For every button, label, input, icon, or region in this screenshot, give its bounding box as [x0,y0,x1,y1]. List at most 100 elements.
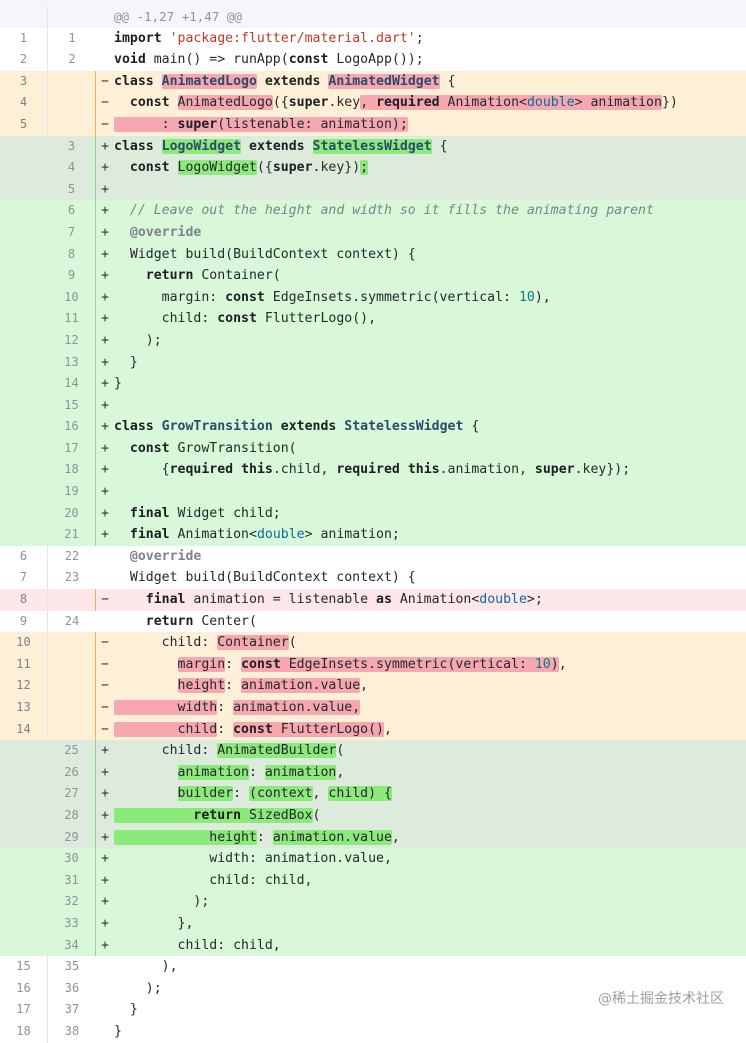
diff-sign: + [101,311,109,327]
diff-sign: + [101,246,109,262]
diff-sign: + [101,268,109,284]
old-line-number [0,826,48,849]
old-line-number: 12 [0,675,48,697]
diff-sign [96,6,114,28]
diff-line[interactable]: 18+ {required this.child, required this.… [0,459,746,482]
code-text: return Center( [145,613,257,629]
code-text: final animation = listenable as Animatio… [145,592,543,608]
diff-line[interactable]: 19+ [0,481,746,503]
diff-line[interactable]: 5+ [0,178,746,201]
diff-line[interactable]: 5− : super(listenable: animation); [0,113,746,136]
diff-line[interactable]: 3−class AnimatedLogo extends AnimatedWid… [0,70,746,93]
diff-line[interactable]: 20+ final Widget child; [0,502,746,525]
diff-line[interactable]: 16+class GrowTransition extends Stateles… [0,416,746,438]
diff-line[interactable]: 13− width: animation.value, [0,697,746,719]
diff-line[interactable]: 11− margin: const EdgeInsets.symmetric(v… [0,653,746,676]
diff-sign [96,567,114,589]
diff-sign [96,611,114,633]
diff-line[interactable]: 13+ } [0,351,746,374]
diff-sign: + [101,894,109,910]
diff-line[interactable]: 34+ child: child, [0,934,746,957]
code-text: Widget build(BuildContext context) { [114,246,416,262]
diff-line[interactable]: 25+ child: AnimatedBuilder( [0,740,746,762]
old-line-number [0,221,48,244]
diff-line[interactable]: 4− const AnimatedLogo({super.key, requir… [0,92,746,114]
diff-line[interactable]: 31+ child: child, [0,869,746,892]
old-line-number: 3 [0,70,48,93]
code-text: } [114,376,122,392]
code-text: height: animation.value, [177,678,369,694]
diff-sign [96,978,114,1000]
diff-line[interactable]: 10− child: Container( [0,632,746,654]
code-text: const AnimatedLogo({super.key, required … [129,95,678,111]
code-text: height: animation.value, [114,829,400,845]
diff-sign: − [101,678,109,694]
diff-line[interactable]: 10+ margin: const EdgeInsets.symmetric(v… [0,286,746,309]
diff-line[interactable]: 12+ ); [0,329,746,352]
diff-line[interactable]: 4+ const LogoWidget({super.key}); [0,157,746,179]
diff-line[interactable]: 26+ animation: animation, [0,761,746,784]
diff-line[interactable]: 21+ final Animation<double> animation; [0,524,746,546]
new-line-number: 36 [64,980,80,995]
code-text: return SizedBox( [114,805,746,827]
code-text: ); [114,980,162,996]
diff-line[interactable]: 8 + Widget build(BuildContext context) { [0,243,746,266]
diff-sign: + [101,289,109,305]
diff-line[interactable]: 7+ @override [0,221,746,244]
code-text [114,179,746,201]
diff-line[interactable]: 8− final animation = listenable as Anima… [0,589,746,611]
diff-line[interactable]: 11+ child: const FlutterLogo(), [0,308,746,330]
code-text: child: child, [114,937,281,953]
diff-line[interactable]: 29+ height: animation.value, [0,826,746,849]
new-line-number: 4 [48,157,96,179]
diff-line[interactable]: 15+ [0,394,746,417]
diff-line[interactable]: 6+ // Leave out the height and width so … [0,200,746,222]
diff-line[interactable]: 14+} [0,373,746,395]
old-line-number [0,934,48,957]
new-line-number: 22 [64,548,80,563]
new-line-number [48,653,96,676]
new-line-number [48,6,96,28]
diff-line[interactable]: 32+ ); [0,891,746,913]
diff-sign: + [101,743,109,759]
diff-sign: + [101,462,109,478]
old-line-number: 1 [0,27,48,50]
code-text: class LogoWidget extends StatelessWidget… [114,138,448,154]
diff-line[interactable]: 28+ return SizedBox( [0,804,746,827]
diff-sign: + [101,419,109,435]
diff-line[interactable]: 9+ return Container( [0,265,746,287]
diff-line[interactable]: 17+ const GrowTransition( [0,437,746,460]
diff-line[interactable]: 33+ }, [0,912,746,935]
diff-sign: − [101,700,109,715]
old-line-number [0,783,48,805]
new-line-number: 21 [48,524,96,546]
code-text: @override [129,548,202,564]
diff-line[interactable]: 14− child: const FlutterLogo(), [0,718,746,741]
diff-sign: + [101,527,109,543]
new-line-number: 25 [48,740,96,762]
code-text: const LogoWidget({super.key}); [129,160,369,176]
old-line-number [0,524,48,546]
code-text: child: const FlutterLogo(), [114,311,377,327]
diff-line[interactable]: 27+ builder: (context, child) { [0,783,746,805]
diff-line[interactable]: 3+class LogoWidget extends StatelessWidg… [0,135,746,158]
code-text: ); [114,332,162,348]
diff-sign: − [101,721,109,737]
new-line-number: 8 [48,243,96,266]
hunk-header-row[interactable]: @@ -1,27 +1,47 @@ [0,6,746,28]
diff-sign: − [101,73,109,89]
new-line-number: 18 [48,459,96,482]
diff-line[interactable]: 30+ width: animation.value, [0,848,746,870]
old-line-number [0,891,48,913]
new-line-number: 9 [48,265,96,287]
diff-line[interactable]: 12 − height: animation.value, [0,675,746,697]
